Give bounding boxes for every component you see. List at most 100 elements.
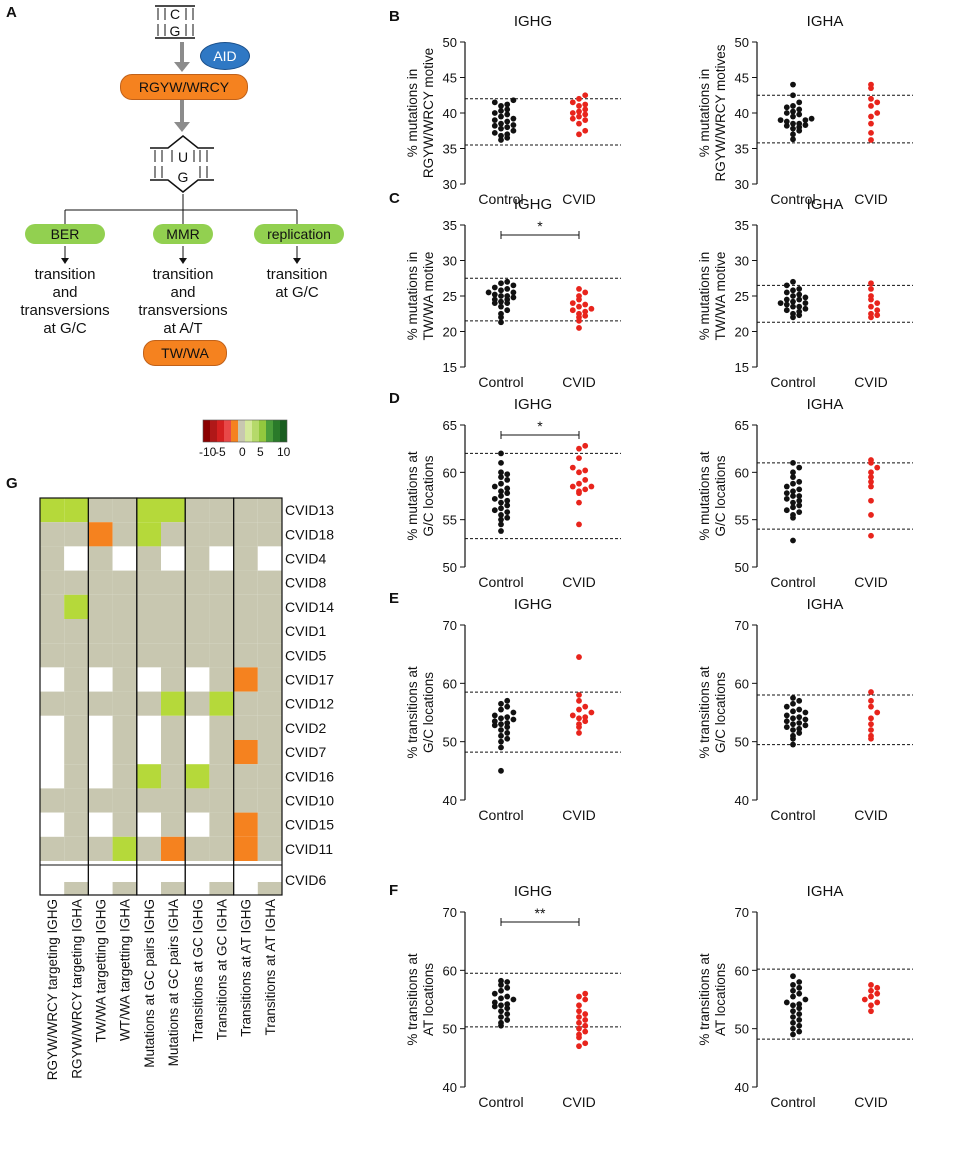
data-point [498,493,504,499]
data-point [588,483,595,490]
data-point [582,117,589,123]
data-point [582,718,589,725]
data-point [582,467,589,474]
significance-label: * [537,218,543,234]
chart-title: IGHG [514,13,552,30]
x-category-label: CVID [854,374,887,390]
heatmap-cell [40,812,65,837]
data-point [802,716,809,723]
data-point [588,709,595,716]
data-point [504,293,511,299]
heatmap-cell [112,643,137,668]
data-point [790,993,796,1000]
colorbar-swatch [217,420,224,442]
x-category-label: Control [478,1094,523,1110]
y-axis-label: % transitions at [405,953,420,1046]
heatmap-cell [64,882,89,895]
y-tick-label: 25 [443,289,457,304]
data-point [504,101,511,108]
panel-letter-d: D [389,390,400,407]
data-point [576,1014,582,1020]
y-tick-label: 30 [443,254,457,269]
data-point [582,92,589,99]
heatmap-cell [185,812,210,837]
data-point [498,700,504,707]
data-point [504,714,511,721]
data-point [868,474,874,480]
data-point [790,480,796,487]
data-point [796,1001,803,1008]
y-tick-label: 65 [735,418,749,433]
data-point [504,471,511,478]
data-point [491,110,498,116]
data-point [498,977,504,984]
data-point [491,296,498,303]
heatmap-column-label: RGYW/WRCY targeting IGHG [45,899,60,1080]
data-point [504,979,511,985]
data-point [498,521,504,528]
outcome-mmr: transition and transversions at A/T [138,266,228,337]
y-tick-label: 50 [735,35,749,50]
x-category-label: CVID [562,374,595,390]
data-point [868,95,874,102]
colorbar-swatch [203,420,210,442]
heatmap-cell [88,594,113,619]
dna-base-u: U [178,149,188,165]
data-point [796,990,803,997]
y-tick-label: 40 [735,106,749,121]
data-point [790,537,796,544]
data-point [868,113,874,120]
heatmap-cell [64,570,89,595]
data-point [796,486,803,493]
data-point [498,732,504,739]
data-point [504,720,511,726]
data-point [874,999,881,1006]
heatmap-cell [209,522,234,547]
heatmap-row-label: CVID5 [285,647,326,663]
data-point [498,450,504,457]
data-point [576,480,582,487]
heatmap-cell [185,522,210,547]
heatmap-cell [64,812,89,837]
data-point [790,973,796,980]
y-axis-label: RGYW/WRCY motive [421,48,436,178]
y-axis-label: % transitions at [697,953,712,1046]
data-point [582,996,589,1003]
data-point [796,979,803,985]
data-point [510,115,517,122]
data-point [790,741,796,748]
heatmap-cell [40,594,65,619]
heatmap-cell [136,715,161,740]
x-category-label: Control [478,574,523,590]
data-point [491,712,498,719]
data-point [796,1005,803,1012]
data-point [783,110,790,116]
heatmap-cell [257,865,282,882]
heatmap-column-label: Transitions at GC IGHG [190,899,205,1042]
significance-label: * [537,418,543,434]
y-axis-label: % mutations in [405,252,420,341]
heatmap-cell [161,764,186,789]
data-point [576,692,582,698]
heatmap-cell [64,836,89,861]
heatmap-cell [136,788,161,813]
data-point [504,703,511,710]
heatmap-cell [161,594,186,619]
data-point [802,122,809,128]
data-point [491,495,498,502]
heatmap-cell [40,619,65,644]
heatmap-cell [161,691,186,716]
data-point [491,129,498,136]
data-point [498,459,504,466]
data-point [576,721,582,728]
data-point [491,990,498,997]
data-point [582,1017,589,1023]
data-point [790,708,796,715]
data-point [796,478,803,485]
colorbar-swatch [224,420,231,442]
data-point [868,469,874,476]
colorbar-swatch [266,420,273,442]
data-point [796,303,803,310]
data-point [569,99,576,106]
